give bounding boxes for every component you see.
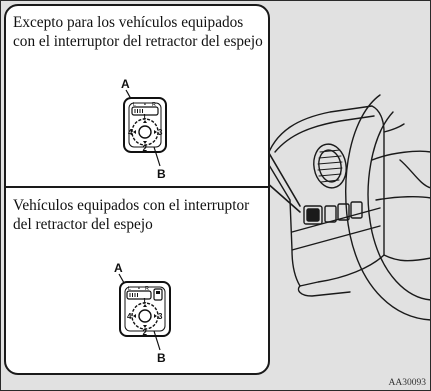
label-a: A [114,261,123,275]
callout-leader-lower [265,181,301,213]
callout-leader-upper [265,147,301,207]
label-a: A [121,77,130,91]
info-panel: Excepto para los vehículos equipados con… [4,4,270,375]
label-b: B [157,351,166,365]
caption-without-retractor: Excepto para los vehículos equipados con… [13,14,263,50]
direction-left-label: 4 [127,312,132,321]
direction-up-label: 1 [143,298,147,305]
panel-divider [6,186,268,188]
mirror-switch-diagram-bottom: A L • R 1 2 4 3 [114,261,171,365]
selector-left-label: L [133,102,136,108]
panel-mirror-switch [303,205,323,225]
retractor-switch [153,288,163,301]
selector-right-label: R [145,286,149,292]
direction-down-label: 2 [143,144,148,153]
label-b: B [157,167,166,181]
selector-center-label: • [144,102,146,108]
steering-wheel-spoke [371,150,431,161]
mirror-switch-diagram-top: A L • R 1 2 4 3 B [121,77,167,181]
selector-center-label: • [138,286,140,292]
direction-right-label: 3 [158,312,163,321]
direction-left-label: 4 [128,128,133,137]
selector-right-label: R [152,102,156,108]
caption-with-retractor: Vehículos equipados con el interruptor d… [13,197,250,233]
direction-right-label: 3 [158,128,163,137]
selector-left-label: L [128,286,131,292]
direction-up-label: 1 [143,114,147,121]
direction-down-label: 2 [143,328,148,337]
air-vent [313,143,347,189]
figure-reference-code: AA30093 [388,378,426,388]
